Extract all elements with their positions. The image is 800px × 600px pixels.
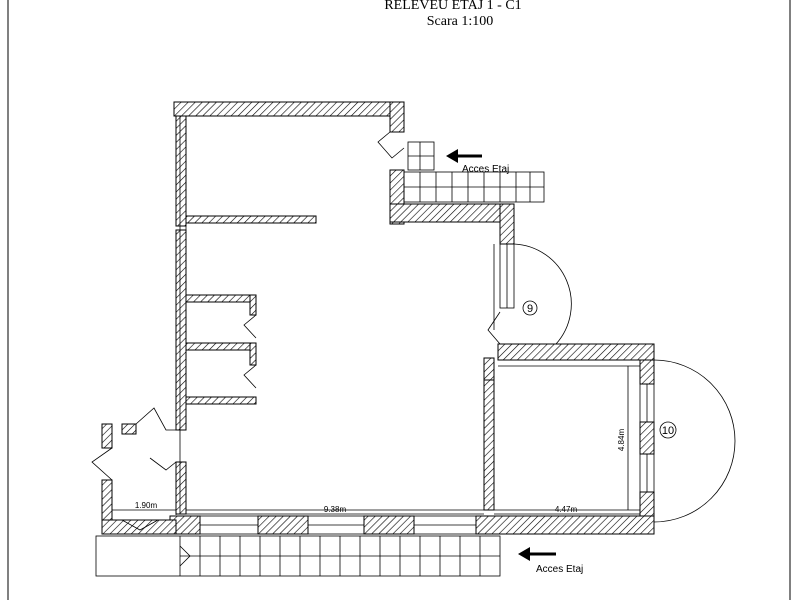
- partition-2: [185, 294, 257, 303]
- wall-bottom-4: [475, 515, 655, 535]
- wall-top: [173, 101, 405, 117]
- access-arrow-top: [446, 149, 482, 163]
- door-room-9: [487, 311, 501, 345]
- marker-9-circle: [522, 300, 538, 316]
- wall-right-upper: [499, 203, 515, 245]
- partition-3: [185, 342, 257, 351]
- wall-top-right: [389, 101, 405, 133]
- wall-bottom-2: [257, 515, 309, 535]
- wall-small-left: [101, 423, 113, 449]
- wall-small-top: [121, 423, 137, 435]
- door-small-room-2: [135, 407, 176, 431]
- wall-small-bottom: [101, 519, 177, 535]
- wall-left-upper: [175, 115, 187, 227]
- door-entrance: [377, 131, 405, 159]
- partition-1: [185, 215, 317, 224]
- door-small-room-3: [149, 457, 177, 471]
- plan-title: RELEVEU ETAJ 1 - C1: [384, 0, 521, 13]
- marker-9: 9: [527, 303, 533, 315]
- wall-left-bottom: [175, 461, 187, 515]
- arrow-left-icon: [446, 149, 458, 163]
- wall-right-middle-2: [483, 379, 495, 511]
- room-lines: [179, 116, 655, 535]
- arc-room-9: [513, 243, 572, 345]
- door-room-2: [243, 314, 257, 339]
- doors: [91, 131, 501, 531]
- partition-6-v: [249, 342, 257, 366]
- door-bottom: [121, 519, 159, 531]
- dim-vertical: 4.84m: [617, 429, 626, 452]
- wall-right-middle: [483, 357, 495, 381]
- wall-room10-right-mid: [639, 421, 655, 455]
- marker-10: 10: [662, 425, 674, 437]
- marker-10-circle: [659, 421, 677, 439]
- dim-right: 4.47m: [555, 505, 578, 514]
- access-label-top: Acces Etaj: [462, 164, 509, 175]
- stairs-bottom: [95, 535, 501, 577]
- door-small-room: [91, 447, 113, 481]
- dim-left: 1.90m: [135, 501, 158, 510]
- partition-4: [185, 396, 257, 405]
- partition-5-v: [249, 294, 257, 316]
- stairs-top: [403, 141, 545, 203]
- wall-bottom-3: [363, 515, 415, 535]
- dim-middle: 9.38m: [324, 505, 347, 514]
- arc-room-10: [653, 359, 736, 523]
- access-arrow-bottom: [518, 547, 556, 561]
- wall-landing-bottom: [389, 203, 515, 223]
- plan-scale: Scara 1:100: [427, 14, 493, 29]
- access-label-bottom: Acces Etaj: [536, 564, 583, 575]
- wall-room10-right-top: [639, 359, 655, 385]
- walls: [101, 101, 655, 535]
- wall-room10-top: [497, 343, 655, 361]
- dimension-lines: [111, 366, 640, 515]
- door-room-3: [243, 364, 257, 389]
- arrow-left-icon-bottom: [518, 547, 530, 561]
- wall-left-lower: [175, 229, 187, 431]
